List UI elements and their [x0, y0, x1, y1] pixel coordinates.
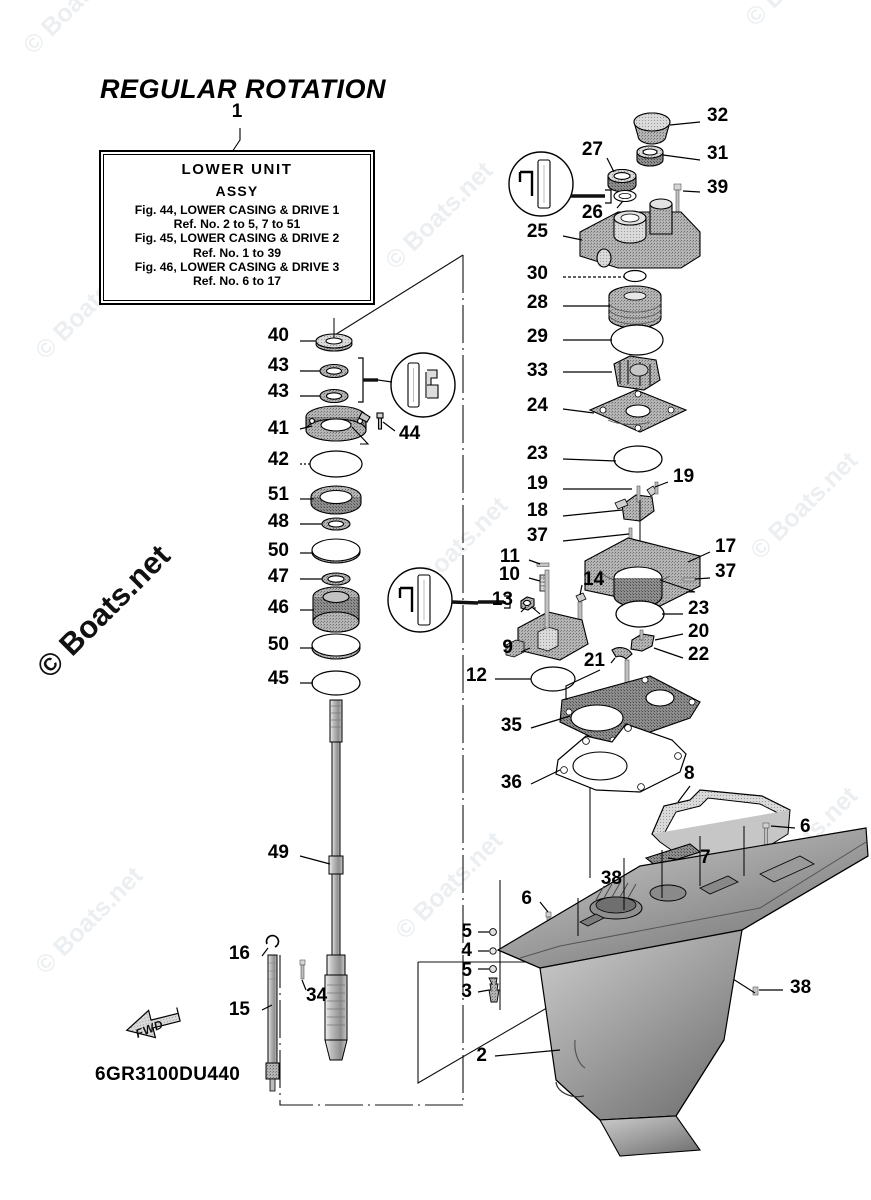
page-title: REGULAR ROTATION	[100, 74, 386, 104]
callout-number-37[interactable]: 37	[715, 561, 737, 582]
callout-number-13[interactable]: 13	[491, 589, 513, 610]
callout-number-50[interactable]: 50	[267, 540, 289, 561]
callout-number-29[interactable]: 29	[526, 326, 548, 347]
callout-number-28[interactable]: 28	[526, 292, 548, 313]
callout-number-51[interactable]: 51	[267, 484, 289, 505]
assy-ref-line: Ref. No. 2 to 5, 7 to 51	[173, 217, 301, 232]
callout-number-15[interactable]: 15	[228, 999, 250, 1020]
callout-number-17[interactable]: 17	[715, 536, 737, 557]
callout-number-23[interactable]: 23	[688, 598, 710, 619]
callout-number-41[interactable]: 41	[267, 418, 289, 439]
callout-number-21[interactable]: 21	[583, 650, 605, 671]
callout-number-18[interactable]: 18	[526, 500, 548, 521]
callout-number-24[interactable]: 24	[526, 395, 548, 416]
callout-number-43[interactable]: 43	[267, 355, 289, 376]
assy-heading: LOWER UNIT	[181, 161, 293, 178]
callout-number-43[interactable]: 43	[267, 381, 289, 402]
callout-number-30[interactable]: 30	[526, 263, 548, 284]
callout-number-35[interactable]: 35	[500, 715, 522, 736]
assy-ref-line: Ref. No. 1 to 39	[192, 245, 282, 260]
callout-number-16[interactable]: 16	[228, 943, 250, 964]
callout-number-27[interactable]: 27	[581, 139, 603, 160]
callout-number-2[interactable]: 2	[476, 1045, 487, 1066]
callout-number-31[interactable]: 31	[707, 143, 729, 164]
callout-number-38[interactable]: 38	[790, 977, 812, 998]
callout-number-36[interactable]: 36	[500, 772, 522, 793]
callout-number-33[interactable]: 33	[526, 360, 548, 381]
callout-number-5[interactable]: 5	[461, 960, 472, 981]
callout-number-42[interactable]: 42	[267, 449, 289, 470]
callout-number-26[interactable]: 26	[581, 202, 603, 223]
callout-number-50[interactable]: 50	[267, 634, 289, 655]
callout-number-6[interactable]: 6	[521, 888, 532, 909]
assy-subheading: ASSY	[215, 183, 259, 199]
callout-number-19[interactable]: 19	[526, 473, 548, 494]
callout-number-48[interactable]: 48	[267, 511, 289, 532]
callout-number-23[interactable]: 23	[526, 443, 548, 464]
assy-ref-line: Ref. No. 6 to 17	[192, 274, 282, 289]
callout-number-39[interactable]: 39	[707, 177, 729, 198]
diagram-code: 6GR3100DU440	[95, 1064, 241, 1085]
callout-number-3[interactable]: 3	[461, 981, 472, 1002]
callout-number-38[interactable]: 38	[600, 868, 622, 889]
callout-number-37[interactable]: 37	[526, 525, 548, 546]
callout-number-25[interactable]: 25	[526, 221, 548, 242]
callout-number-44[interactable]: 44	[399, 423, 421, 444]
callout-number-5[interactable]: 5	[461, 921, 472, 942]
callout-number-34[interactable]: 34	[306, 985, 328, 1006]
callout-number-9[interactable]: 9	[502, 637, 513, 658]
callout-number-46[interactable]: 46	[267, 597, 289, 618]
callout-number-10[interactable]: 10	[498, 564, 520, 585]
callout-number-11[interactable]: 11	[499, 546, 520, 567]
callout-number-19[interactable]: 19	[673, 466, 695, 487]
callout-number-6[interactable]: 6	[800, 816, 811, 837]
callout-number-32[interactable]: 32	[707, 105, 729, 126]
callout-number-40[interactable]: 40	[267, 325, 289, 346]
assy-fig-line: Fig. 45, LOWER CASING & DRIVE 2	[134, 231, 340, 246]
assy-fig-line: Fig. 46, LOWER CASING & DRIVE 3	[134, 259, 340, 274]
callout-number-7[interactable]: 7	[700, 847, 711, 868]
callout-number-49[interactable]: 49	[267, 842, 289, 863]
callout-number-45[interactable]: 45	[267, 668, 289, 689]
callout-number-14[interactable]: 14	[583, 569, 605, 590]
callout-number-20[interactable]: 20	[688, 621, 710, 642]
callout-number-12[interactable]: 12	[465, 665, 487, 686]
assy-fig-line: Fig. 44, LOWER CASING & DRIVE 1	[134, 203, 340, 217]
callout-number-8[interactable]: 8	[684, 763, 695, 784]
callout-number-47[interactable]: 47	[267, 566, 289, 587]
callout-number-1[interactable]: 1	[231, 101, 243, 122]
assembly-reference-box: LOWER UNIT ASSY Fig. 44, LOWER CASING & …	[99, 150, 375, 305]
callout-number-4[interactable]: 4	[461, 940, 472, 961]
callout-number-22[interactable]: 22	[688, 644, 710, 665]
